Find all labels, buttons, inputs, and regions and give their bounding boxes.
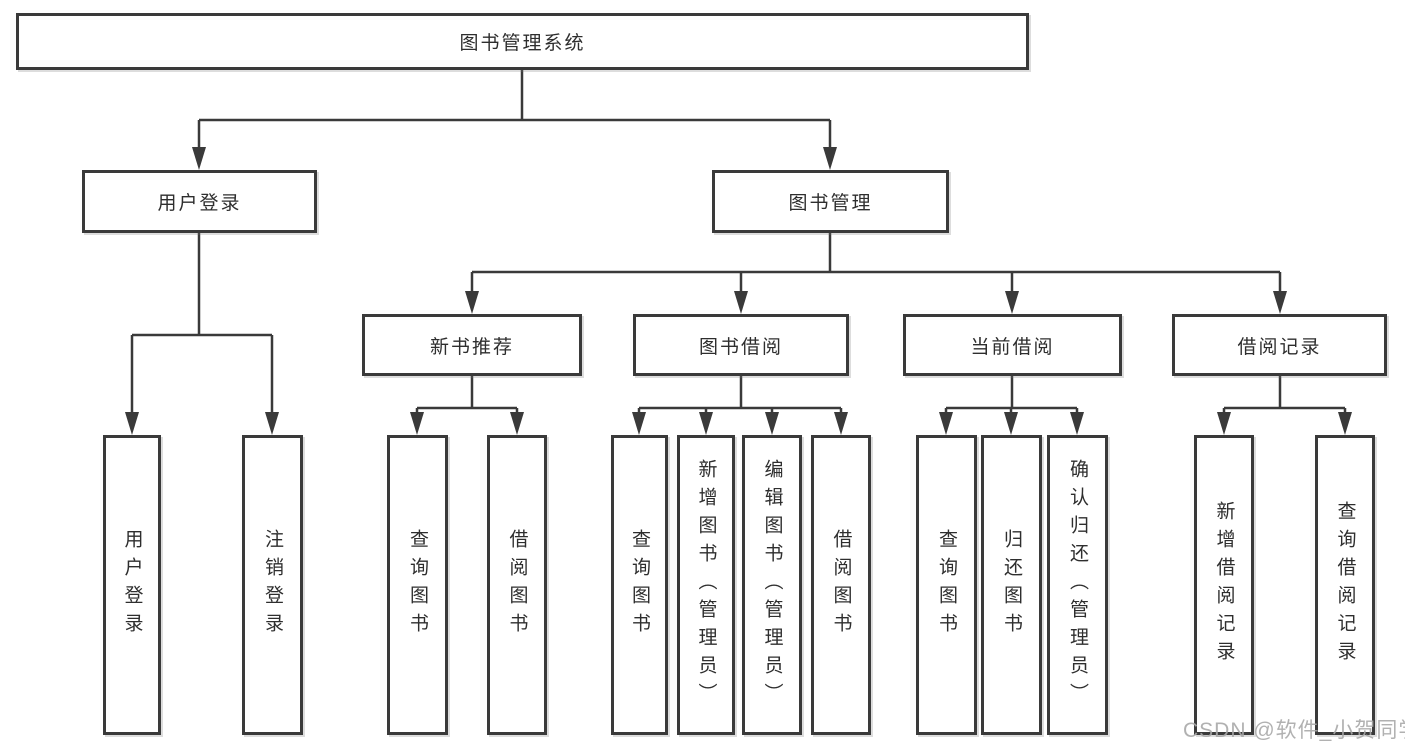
node-label: 图书管理系统 (459, 33, 586, 54)
leaf-confirm-return-admin: 确认归还（管理员） (1047, 435, 1108, 735)
node-label: 编辑图书（管理员） (761, 459, 783, 711)
leaf-query-borrow-record: 查询借阅记录 (1315, 435, 1375, 735)
node-label: 图书管理 (788, 193, 873, 214)
node-label: 用户登录 (121, 529, 143, 641)
leaf-query-books-current: 查询图书 (916, 435, 977, 735)
node-root-library-management-system: 图书管理系统 (16, 13, 1029, 70)
node-label: 查询图书 (629, 529, 650, 641)
csdn-watermark: CSDN @软件_小贺同学 (1183, 719, 1405, 742)
node-borrowing-records: 借阅记录 (1172, 314, 1387, 376)
node-label: 图书借阅 (698, 336, 783, 358)
node-label: 借阅图书 (830, 529, 852, 641)
node-label: 新增图书（管理员） (695, 459, 717, 711)
leaf-add-books-admin: 新增图书（管理员） (677, 435, 735, 735)
leaf-logout: 注销登录 (242, 435, 303, 735)
node-label: 查询借阅记录 (1334, 501, 1356, 669)
node-label: 查询图书 (936, 529, 957, 641)
leaf-borrow-books-recommend: 借阅图书 (487, 435, 547, 735)
node-label: 新增借阅记录 (1213, 501, 1235, 669)
node-book-management: 图书管理 (712, 170, 949, 233)
node-label: 归还图书 (1001, 529, 1022, 641)
node-current-borrowing: 当前借阅 (903, 314, 1122, 376)
node-label: 当前借阅 (970, 336, 1055, 358)
node-label: 借阅记录 (1237, 336, 1322, 358)
leaf-return-books: 归还图书 (981, 435, 1042, 735)
node-label: 用户登录 (157, 193, 242, 214)
node-new-book-recommendation: 新书推荐 (362, 314, 582, 376)
node-label: 查询图书 (407, 529, 428, 641)
leaf-user-login: 用户登录 (103, 435, 161, 735)
leaf-borrow-books-borrowing: 借阅图书 (811, 435, 871, 735)
leaf-edit-books-admin: 编辑图书（管理员） (742, 435, 802, 735)
node-user-login: 用户登录 (82, 170, 317, 233)
node-label: 注销登录 (262, 529, 283, 641)
leaf-query-books-borrowing: 查询图书 (611, 435, 668, 735)
leaf-query-books-recommend: 查询图书 (387, 435, 448, 735)
leaf-add-borrow-record: 新增借阅记录 (1194, 435, 1254, 735)
node-label: 借阅图书 (506, 529, 528, 641)
node-label: 确认归还（管理员） (1067, 459, 1088, 711)
node-book-borrowing: 图书借阅 (633, 314, 849, 376)
node-label: 新书推荐 (429, 336, 514, 358)
